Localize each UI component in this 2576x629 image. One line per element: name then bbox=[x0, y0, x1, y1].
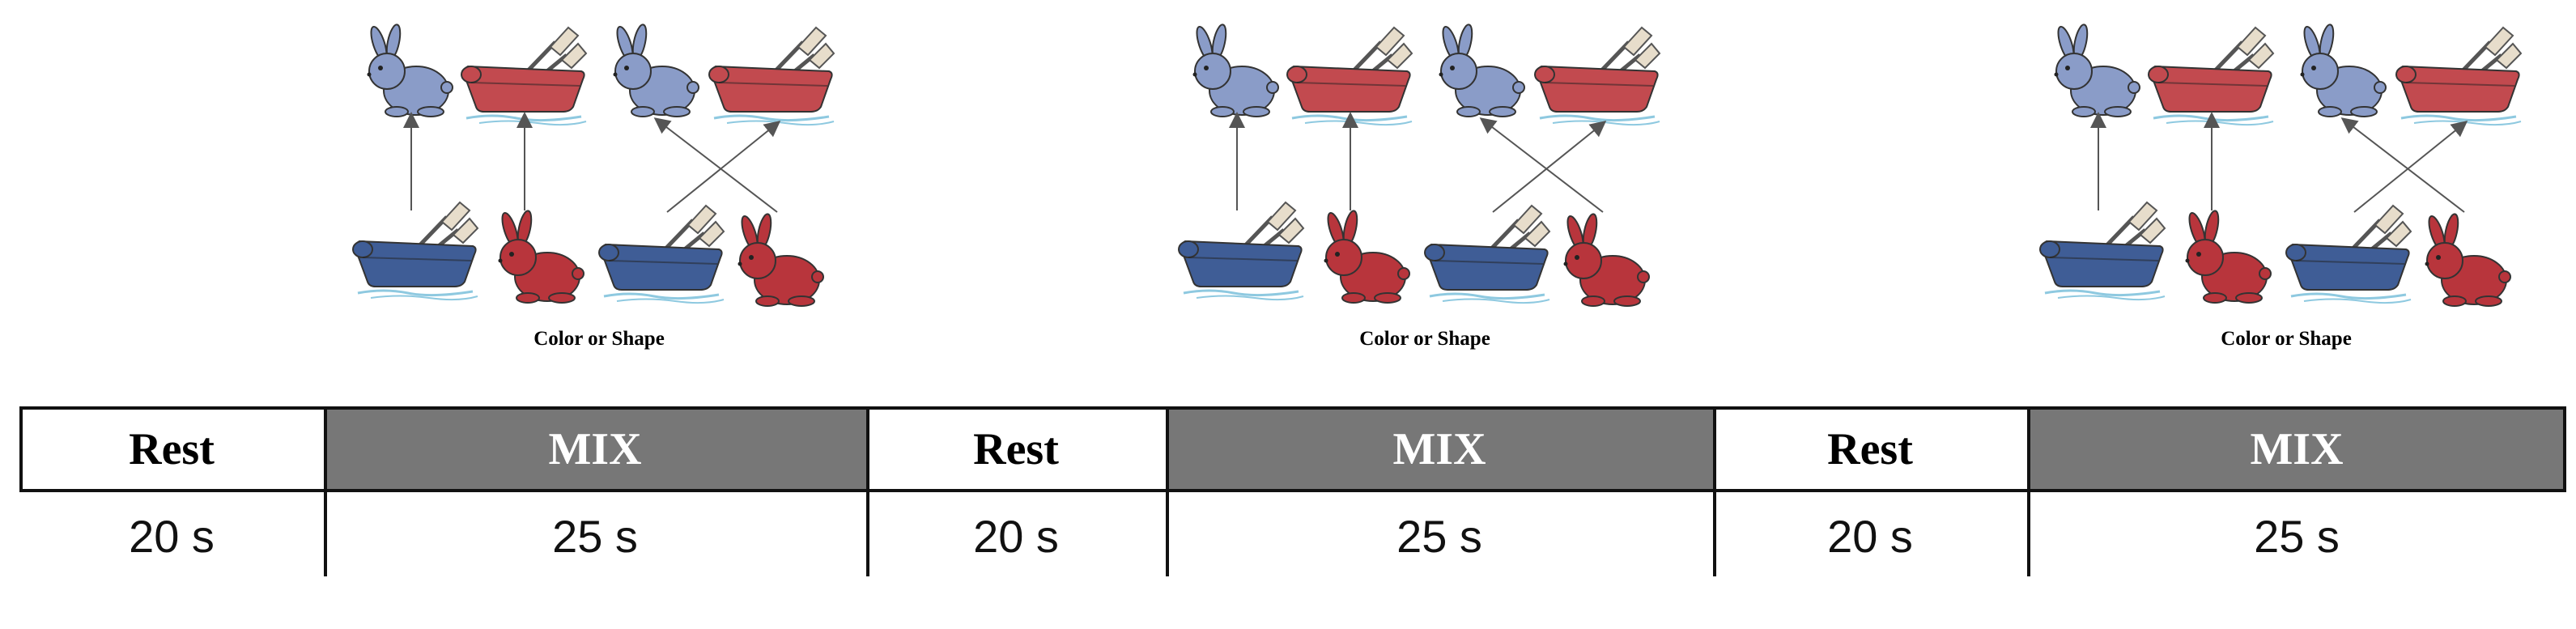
panel-caption: Color or Shape bbox=[1359, 328, 1490, 350]
timeline-segment-rest: Rest 20 s bbox=[19, 406, 324, 576]
block-timeline: Rest 20 s MIX 25 s Rest 20 s MIX 25 s Re… bbox=[19, 406, 2566, 576]
segment-duration: 25 s bbox=[2254, 510, 2340, 562]
segment-label: MIX bbox=[1166, 406, 1713, 492]
segment-duration: 25 s bbox=[552, 510, 638, 562]
top-red-boat bbox=[1286, 26, 1413, 126]
top-blue-rabbit bbox=[1192, 23, 1279, 117]
mapping-arrow bbox=[2340, 117, 2465, 213]
segment-label: MIX bbox=[324, 406, 866, 492]
segment-label: MIX bbox=[2027, 406, 2566, 492]
timeline-segment-mix: MIX 25 s bbox=[1166, 406, 1713, 576]
bottom-red-rabbit bbox=[738, 213, 824, 307]
timeline-divider bbox=[2563, 406, 2566, 492]
timeline-segment-rest: Rest 20 s bbox=[1713, 406, 2027, 576]
timeline-divider bbox=[1713, 406, 1716, 576]
top-red-boat bbox=[1534, 26, 1661, 126]
segment-duration: 20 s bbox=[973, 510, 1059, 562]
timeline-segment-mix: MIX 25 s bbox=[2027, 406, 2566, 576]
panel-caption: Color or Shape bbox=[533, 328, 665, 350]
top-red-boat bbox=[708, 26, 835, 126]
segment-duration: 20 s bbox=[129, 510, 215, 562]
segment-duration: 25 s bbox=[1396, 510, 1482, 562]
stimulus-panel-2: Color or Shape bbox=[1166, 16, 1684, 364]
timeline-divider bbox=[324, 406, 327, 576]
bottom-red-rabbit bbox=[1563, 213, 1650, 307]
top-red-boat bbox=[2148, 26, 2275, 126]
bottom-blue-boat bbox=[352, 201, 479, 301]
panel-caption: Color or Shape bbox=[2221, 328, 2352, 350]
segment-label: Rest bbox=[1713, 406, 2027, 492]
bottom-blue-boat bbox=[1424, 204, 1551, 304]
timeline-divider bbox=[19, 406, 23, 492]
stimulus-illustration bbox=[1178, 23, 1661, 307]
stimulus-panel-3: Color or Shape bbox=[2027, 16, 2545, 364]
stimulus-panel-1: Color or Shape bbox=[340, 16, 858, 364]
timeline-segment-mix: MIX 25 s bbox=[324, 406, 866, 576]
mapping-arrow bbox=[1479, 117, 1604, 213]
bottom-blue-boat bbox=[2285, 204, 2412, 304]
bottom-blue-boat bbox=[598, 204, 725, 304]
top-blue-rabbit bbox=[2054, 23, 2140, 117]
timeline-divider bbox=[1166, 406, 1169, 576]
bottom-red-rabbit bbox=[2425, 213, 2511, 307]
top-blue-rabbit bbox=[367, 23, 453, 117]
top-red-boat bbox=[461, 26, 588, 126]
timeline-segment-rest: Rest 20 s bbox=[866, 406, 1166, 576]
stimulus-illustration bbox=[352, 23, 835, 307]
segment-duration: 20 s bbox=[1827, 510, 1913, 562]
mapping-arrow bbox=[653, 117, 778, 213]
segment-label: Rest bbox=[866, 406, 1166, 492]
bottom-red-rabbit bbox=[1324, 210, 1410, 304]
top-blue-rabbit bbox=[613, 23, 699, 117]
stimulus-illustration bbox=[2039, 23, 2523, 307]
top-red-boat bbox=[2395, 26, 2523, 126]
bottom-blue-boat bbox=[2039, 201, 2166, 301]
top-blue-rabbit bbox=[2300, 23, 2387, 117]
bottom-blue-boat bbox=[1178, 201, 1305, 301]
timeline-divider bbox=[2027, 406, 2030, 576]
top-blue-rabbit bbox=[1439, 23, 1525, 117]
segment-label: Rest bbox=[19, 406, 324, 492]
bottom-red-rabbit bbox=[498, 210, 584, 304]
bottom-red-rabbit bbox=[2185, 210, 2272, 304]
timeline-divider bbox=[866, 406, 869, 576]
